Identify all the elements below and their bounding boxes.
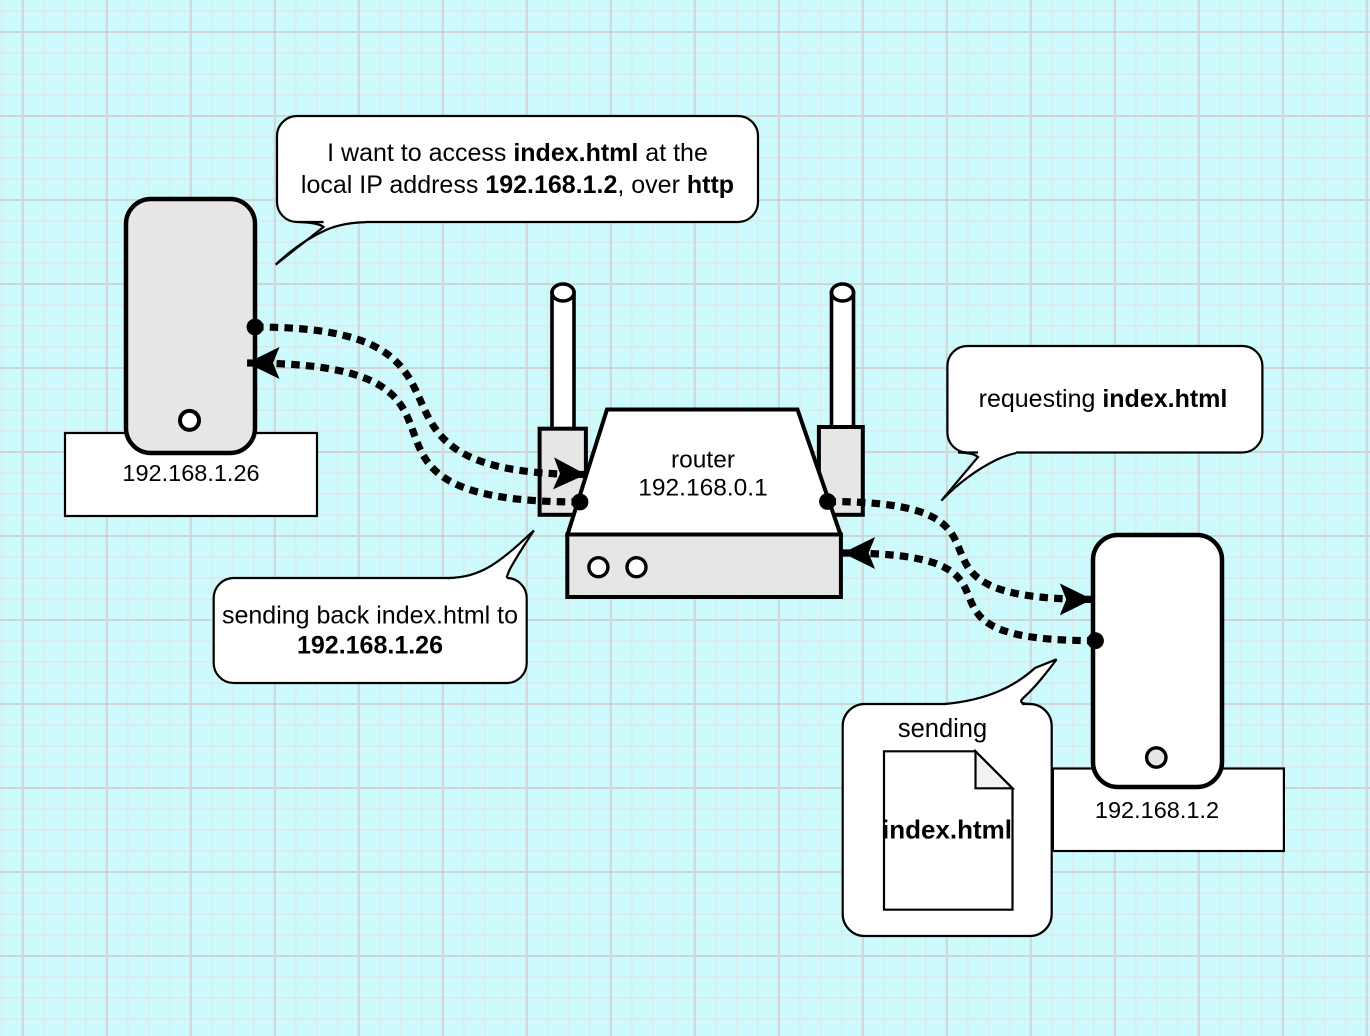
svg-text:192.168.1.26: 192.168.1.26 xyxy=(297,632,443,660)
svg-text:I want to access index.html at: I want to access index.html at the xyxy=(327,139,708,167)
svg-text:sending: sending xyxy=(898,715,987,743)
svg-text:192.168.1.2: 192.168.1.2 xyxy=(1095,797,1219,823)
svg-text:index.html: index.html xyxy=(882,815,1012,845)
svg-text:192.168.1.26: 192.168.1.26 xyxy=(122,460,259,486)
svg-text:192.168.0.1: 192.168.0.1 xyxy=(638,475,767,502)
svg-text:sending back index.html to: sending back index.html to xyxy=(222,602,518,630)
svg-text:requesting index.html: requesting index.html xyxy=(979,385,1228,413)
svg-text:local IP address 192.168.1.2,: local IP address 192.168.1.2, over http xyxy=(301,171,734,199)
svg-text:router: router xyxy=(671,447,735,474)
